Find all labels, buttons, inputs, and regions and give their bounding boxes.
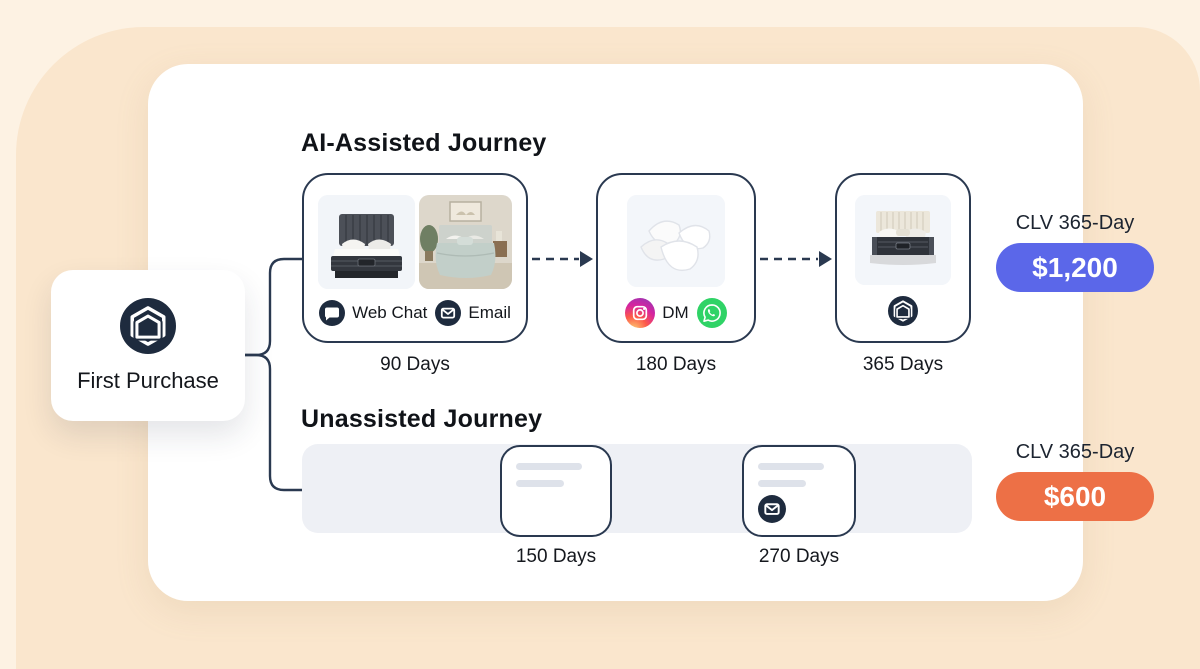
- whatsapp-channel: [696, 298, 727, 328]
- journey-step-card-90-days: Web Chat Email: [302, 173, 528, 343]
- web-chat-channel: Web Chat: [319, 300, 427, 326]
- step-days-label: 270 Days: [758, 546, 840, 567]
- whatsapp-icon: [696, 298, 727, 328]
- brand-hexagon-home-icon: [888, 296, 918, 326]
- first-purchase-label: First Purchase: [77, 367, 219, 393]
- assisted-journey-title: AI-Assisted Journey: [301, 129, 547, 157]
- email-icon: [435, 300, 462, 326]
- unassisted-journey-title: Unassisted Journey: [301, 405, 543, 433]
- email-label: Email: [468, 303, 511, 322]
- unassisted-clv-badge: $600: [996, 472, 1154, 521]
- step-days-label: 150 Days: [515, 546, 597, 567]
- step-days-label: 90 Days: [380, 354, 450, 375]
- skeleton-line: [758, 480, 806, 487]
- journey-step-card-180-days: DM: [596, 173, 756, 343]
- skeleton-line: [758, 463, 824, 470]
- product-image-bedroom-photo: [419, 195, 512, 289]
- unassisted-track: [302, 444, 972, 533]
- instagram-icon: [625, 298, 656, 328]
- journey-step-card-365-days: [835, 173, 971, 343]
- unassisted-clv-value: $600: [1043, 480, 1107, 512]
- skeleton-step-card-270-days: [742, 445, 856, 537]
- skeleton-step-card-150-days: [500, 445, 612, 537]
- product-image-bed: [855, 195, 951, 285]
- first-purchase-card: First Purchase: [51, 270, 245, 421]
- assisted-clv-badge: $1,200: [996, 243, 1154, 292]
- assisted-clv-value: $1,200: [1032, 251, 1118, 283]
- dm-label: DM: [662, 303, 689, 322]
- web-chat-icon: [319, 300, 346, 326]
- instagram-dm-channel: DM: [625, 298, 689, 328]
- skeleton-line: [516, 480, 564, 487]
- step-days-label: 180 Days: [635, 354, 717, 375]
- email-icon: [758, 495, 786, 523]
- email-channel: Email: [435, 300, 511, 326]
- web-chat-label: Web Chat: [352, 303, 428, 322]
- product-image-pillows: [627, 195, 725, 287]
- skeleton-line: [516, 463, 582, 470]
- unassisted-clv-label: CLV 365-Day: [1015, 441, 1135, 463]
- step-days-label: 365 Days: [862, 354, 944, 375]
- product-image-dark-bed: [318, 195, 415, 289]
- assisted-clv-label: CLV 365-Day: [1015, 212, 1135, 234]
- brand-hexagon-home-icon: [120, 297, 176, 354]
